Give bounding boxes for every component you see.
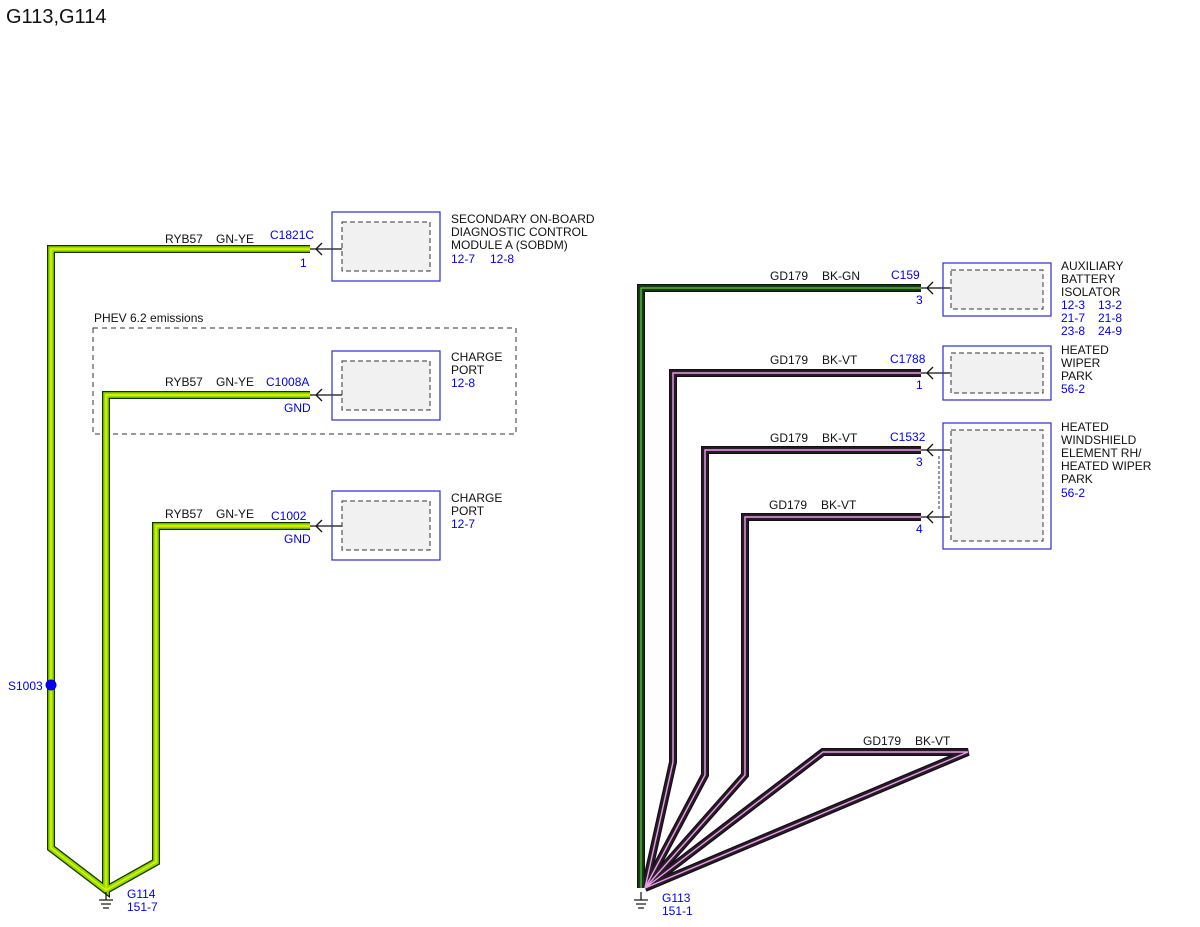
wire-circuit: GD179 — [770, 431, 808, 445]
component-box — [331, 211, 441, 282]
wire-circuit: RYB57 — [165, 375, 203, 389]
ground-symbol — [99, 892, 113, 909]
component-ref: 21-7 — [1061, 311, 1085, 325]
component-name: HEATED WINDSHIELD ELEMENT RH/ HEATED WIP… — [1061, 420, 1155, 486]
pin-label: 4 — [916, 522, 923, 536]
connector-id: C1008A — [266, 375, 309, 389]
pin-label: 1 — [916, 378, 923, 392]
connector-id: C1821C — [270, 228, 314, 242]
ground-symbol — [634, 892, 648, 909]
connector-id: C1532 — [890, 430, 926, 444]
component-box — [331, 350, 441, 421]
dark-wires — [637, 284, 970, 892]
splice-label: S1003 — [8, 679, 43, 693]
wire-circuit: RYB57 — [165, 232, 203, 246]
component-ref: 12-8 — [451, 376, 475, 390]
ground-name: G114 — [127, 887, 156, 901]
component-ref: 12-8 — [490, 252, 514, 266]
connector-id: C159 — [891, 268, 920, 282]
component-ref: 23-8 — [1061, 324, 1085, 338]
green-wires — [47, 245, 310, 899]
wire-color-code: BK-GN — [822, 269, 860, 283]
connector-id: C1002 — [271, 509, 307, 523]
ground-ref: 151-1 — [662, 904, 693, 918]
component-name: AUXILIARY BATTERY ISOLATOR — [1061, 259, 1127, 299]
pin-label: 3 — [916, 455, 923, 469]
wire-color-code: GN-YE — [216, 507, 254, 521]
ground-name: G113 — [662, 891, 691, 905]
pin-label: 3 — [916, 293, 923, 307]
left-connector-arrows — [310, 242, 342, 533]
pin-label: 1 — [300, 256, 307, 270]
wire-color-code: GN-YE — [216, 375, 254, 389]
phev-group-box — [92, 327, 517, 435]
splice-dot — [45, 679, 57, 691]
connector-id: C1788 — [890, 352, 926, 366]
component-box — [942, 262, 1052, 317]
component-name: CHARGE PORT — [451, 350, 506, 377]
page-title: G113,G114 — [6, 6, 107, 28]
wire-color-code: GN-YE — [216, 232, 254, 246]
wire-circuit: GD179 — [770, 269, 808, 283]
wire-circuit: GD179 — [770, 353, 808, 367]
wire-color-code: BK-VT — [821, 498, 857, 512]
component-box — [331, 490, 441, 561]
component-ref: 24-9 — [1098, 324, 1122, 338]
wire-circuit: GD179 — [769, 498, 807, 512]
component-ref: 12-7 — [451, 517, 475, 531]
wire-circuit: RYB57 — [165, 507, 203, 521]
wire-color-code: BK-VT — [822, 353, 858, 367]
component-name: HEATED WIPER PARK — [1061, 343, 1112, 383]
wire-circuit: GD179 — [863, 734, 901, 748]
component-box — [942, 345, 1052, 401]
wire-color-code: BK-VT — [822, 431, 858, 445]
component-ref: 13-2 — [1098, 298, 1122, 312]
component-box — [942, 422, 1052, 550]
ground-ref: 151-7 — [127, 900, 158, 914]
phev-group-label: PHEV 6.2 emissions — [94, 311, 203, 325]
wire-color-code: BK-VT — [915, 734, 951, 748]
component-ref: 12-7 — [451, 252, 475, 266]
component-name: SECONDARY ON-BOARD DIAGNOSTIC CONTROL MO… — [451, 212, 598, 252]
component-ref: 56-2 — [1061, 382, 1085, 396]
component-name: CHARGE PORT — [451, 491, 506, 518]
pin-label: GND — [284, 532, 311, 546]
pin-label: GND — [284, 401, 311, 415]
right-connector-arrows — [921, 281, 950, 524]
component-ref: 12-3 — [1061, 298, 1085, 312]
component-ref: 56-2 — [1061, 486, 1085, 500]
component-ref: 21-8 — [1098, 311, 1122, 325]
